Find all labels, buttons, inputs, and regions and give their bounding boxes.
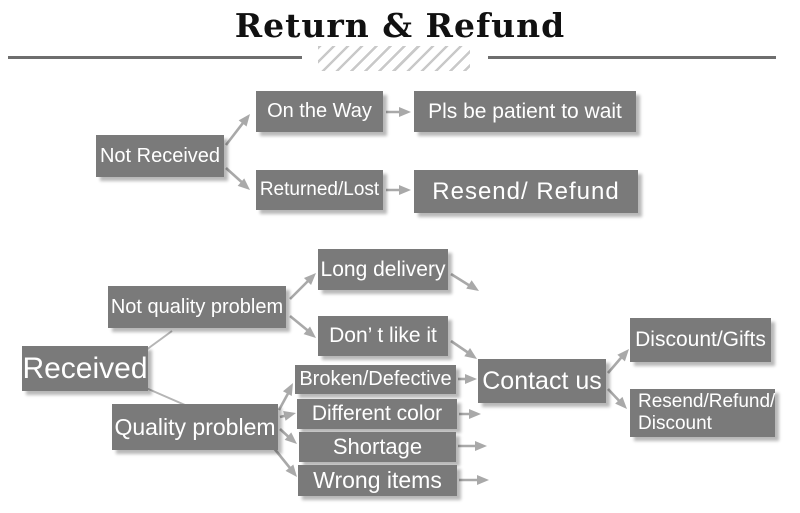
node-resend-refund-discount-line1: Resend/Refund/ (638, 391, 776, 413)
node-long-delivery: Long delivery (318, 249, 448, 290)
node-not-received: Not Received (96, 135, 224, 177)
node-quality-problem: Quality problem (112, 404, 278, 450)
node-resend-refund: Resend/ Refund (414, 170, 638, 213)
arrowhead (284, 432, 297, 444)
arrowhead (283, 411, 296, 421)
node-contact-us: Contact us (478, 359, 606, 403)
node-resend-refund-discount: Resend/Refund/ Discount (630, 389, 775, 437)
node-different-color: Different color (297, 399, 457, 429)
node-broken-defective: Broken/Defective (295, 365, 456, 394)
arrowhead (615, 396, 627, 409)
arrowhead (285, 464, 297, 477)
node-pls-be-patient: Pls be patient to wait (414, 91, 636, 132)
divider-hatch-decoration (318, 46, 470, 71)
arrowhead (237, 178, 250, 190)
node-shortage: Shortage (299, 432, 456, 462)
divider-line-left (8, 56, 302, 59)
node-on-the-way: On the Way (256, 91, 383, 132)
arrowhead (399, 185, 411, 195)
node-wrong-items: Wrong items (298, 465, 457, 496)
arrowhead (466, 280, 479, 291)
edge-received-to-not-quality-problem (145, 330, 173, 351)
arrowhead (238, 114, 250, 127)
node-returned-lost: Returned/Lost (256, 170, 383, 210)
page-title: Return & Refund (234, 6, 566, 45)
node-dont-like-it: Don’ t like it (318, 316, 448, 356)
arrowhead (303, 273, 316, 286)
node-received: Received (22, 346, 148, 391)
node-discount-gifts: Discount/Gifts (630, 318, 771, 362)
arrowhead (465, 374, 477, 384)
edge-received-to-quality-problem (145, 387, 186, 406)
arrowhead (475, 441, 487, 451)
arrowhead (303, 326, 316, 338)
arrowhead (282, 383, 293, 396)
divider-line-right (488, 56, 776, 59)
arrowhead (617, 349, 629, 362)
arrowhead (469, 409, 481, 419)
arrowhead (477, 475, 489, 485)
node-resend-refund-discount-line2: Discount (638, 413, 712, 434)
node-not-quality-problem: Not quality problem (108, 286, 286, 328)
arrowhead (464, 348, 477, 359)
arrowhead (399, 107, 411, 117)
